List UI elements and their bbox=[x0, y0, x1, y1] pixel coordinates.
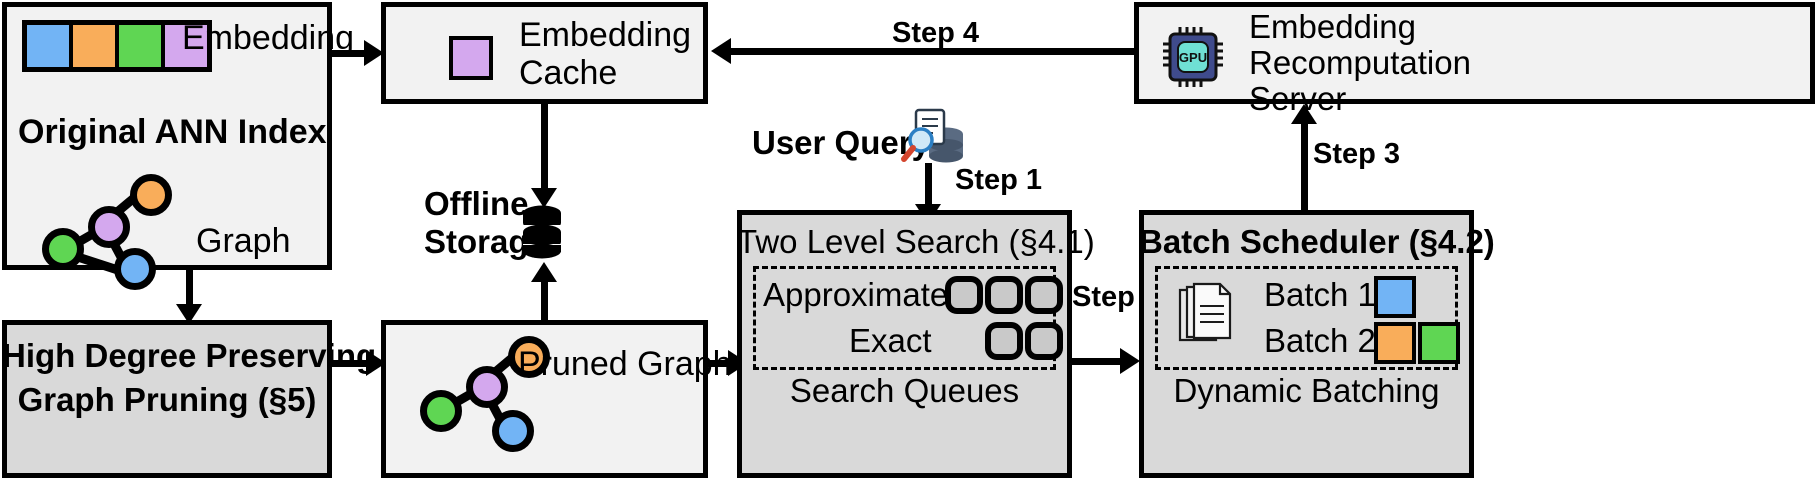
embedding-cell-blue bbox=[27, 25, 69, 67]
step1-label: Step 1 bbox=[955, 164, 1043, 196]
arrow-cache-to-storage-head bbox=[531, 188, 557, 208]
approximate-label: Approximate bbox=[763, 276, 949, 313]
search-queues-footer: Search Queues bbox=[789, 372, 1020, 409]
arrow-step4-line bbox=[731, 48, 1135, 55]
two-level-search-title: Two Level Search (§4.1) bbox=[737, 223, 1095, 260]
ann-index-graph bbox=[38, 170, 178, 290]
query-magnifier-database-icon bbox=[900, 106, 966, 168]
purple-square-icon bbox=[449, 36, 493, 80]
graph-node-purple bbox=[88, 206, 130, 248]
graph-label: Graph bbox=[196, 222, 291, 260]
embedding-cell-orange bbox=[73, 25, 115, 67]
graph-pruning-label-line2: Graph Pruning (§5) bbox=[17, 381, 317, 418]
arrow-cache-to-storage-line bbox=[541, 104, 548, 190]
graph-node-purple bbox=[466, 366, 508, 408]
exact-queue-slot[interactable] bbox=[985, 322, 1023, 360]
recompute-server-label-line2: Recomputation bbox=[1249, 44, 1471, 81]
batch-2-color-green bbox=[1418, 322, 1460, 364]
arrow-pruned-to-storage-head bbox=[531, 262, 557, 282]
batch-2-label: Batch 2 bbox=[1264, 322, 1376, 359]
search-queues-group bbox=[753, 266, 1056, 370]
arrow-step2-line bbox=[1072, 358, 1127, 365]
approximate-queue-slot[interactable] bbox=[1025, 276, 1063, 314]
offline-storage-label-line1: Offline bbox=[424, 185, 529, 222]
graph-node-orange bbox=[508, 336, 550, 378]
embedding-cache-box bbox=[381, 2, 708, 104]
embedding-recomputation-server-box bbox=[1134, 2, 1815, 104]
original-ann-index-title: Original ANN Index bbox=[18, 113, 327, 151]
embedding-cache-label-line2: Cache bbox=[519, 54, 618, 92]
pruned-graph-label: Pruned Graph bbox=[518, 345, 732, 383]
batch-2-color-orange bbox=[1374, 322, 1416, 364]
documents-stack-icon bbox=[1178, 282, 1234, 348]
arrow-step1-line bbox=[925, 163, 932, 207]
embedding-vector-strip bbox=[22, 20, 212, 72]
graph-node-green bbox=[420, 390, 462, 432]
arrow-step2-head bbox=[1120, 348, 1140, 374]
database-cylinder-icon bbox=[521, 205, 563, 261]
embedding-cache-label-line1: Embedding bbox=[519, 16, 692, 54]
embedding-label: Embedding bbox=[182, 19, 355, 57]
graph-node-orange bbox=[130, 174, 172, 216]
dynamic-batching-footer: Dynamic Batching bbox=[1173, 372, 1440, 409]
graph-pruning-box bbox=[2, 320, 332, 478]
arrow-ann-to-cache-head bbox=[364, 40, 384, 66]
approximate-queue-slot[interactable] bbox=[985, 276, 1023, 314]
arrow-pruning-to-pruned-line bbox=[332, 360, 370, 367]
graph-pruning-label-line1: High Degree Preserving bbox=[2, 337, 377, 374]
arrow-ann-to-cache-line bbox=[332, 50, 368, 57]
graph-node-green bbox=[42, 228, 84, 270]
arrow-step3-head bbox=[1291, 104, 1317, 124]
gpu-chip-icon: GPU bbox=[1162, 26, 1224, 88]
embedding-cell-purple bbox=[165, 25, 207, 67]
exact-queue-slot[interactable] bbox=[1025, 322, 1063, 360]
recompute-server-label-line1: Embedding bbox=[1249, 8, 1416, 45]
batch-1-color-blue bbox=[1374, 276, 1416, 318]
graph-node-blue bbox=[114, 248, 156, 290]
arrow-step3-line bbox=[1301, 122, 1308, 210]
approximate-queue-slot[interactable] bbox=[945, 276, 983, 314]
dynamic-batching-group bbox=[1155, 266, 1458, 370]
arrow-step4-head bbox=[711, 38, 731, 64]
embedding-cell-green bbox=[119, 25, 161, 67]
arrow-pruned-to-storage-line bbox=[541, 276, 548, 322]
pruned-graph-illustration bbox=[416, 336, 556, 466]
step4-label: Step 4 bbox=[892, 17, 980, 49]
recompute-server-label-line3: Server bbox=[1249, 80, 1347, 117]
step3-label: Step 3 bbox=[1313, 138, 1401, 170]
batch-1-label: Batch 1 bbox=[1264, 276, 1376, 313]
arrow-pruned-to-search-line bbox=[708, 360, 736, 367]
batch-scheduler-title: Batch Scheduler (§4.2) bbox=[1139, 223, 1495, 260]
exact-label: Exact bbox=[849, 322, 932, 359]
svg-text:GPU: GPU bbox=[1179, 50, 1207, 65]
graph-node-blue bbox=[492, 410, 534, 452]
arrow-ann-to-pruning-line bbox=[186, 270, 193, 306]
arrow-ann-to-pruning-head bbox=[176, 304, 202, 324]
